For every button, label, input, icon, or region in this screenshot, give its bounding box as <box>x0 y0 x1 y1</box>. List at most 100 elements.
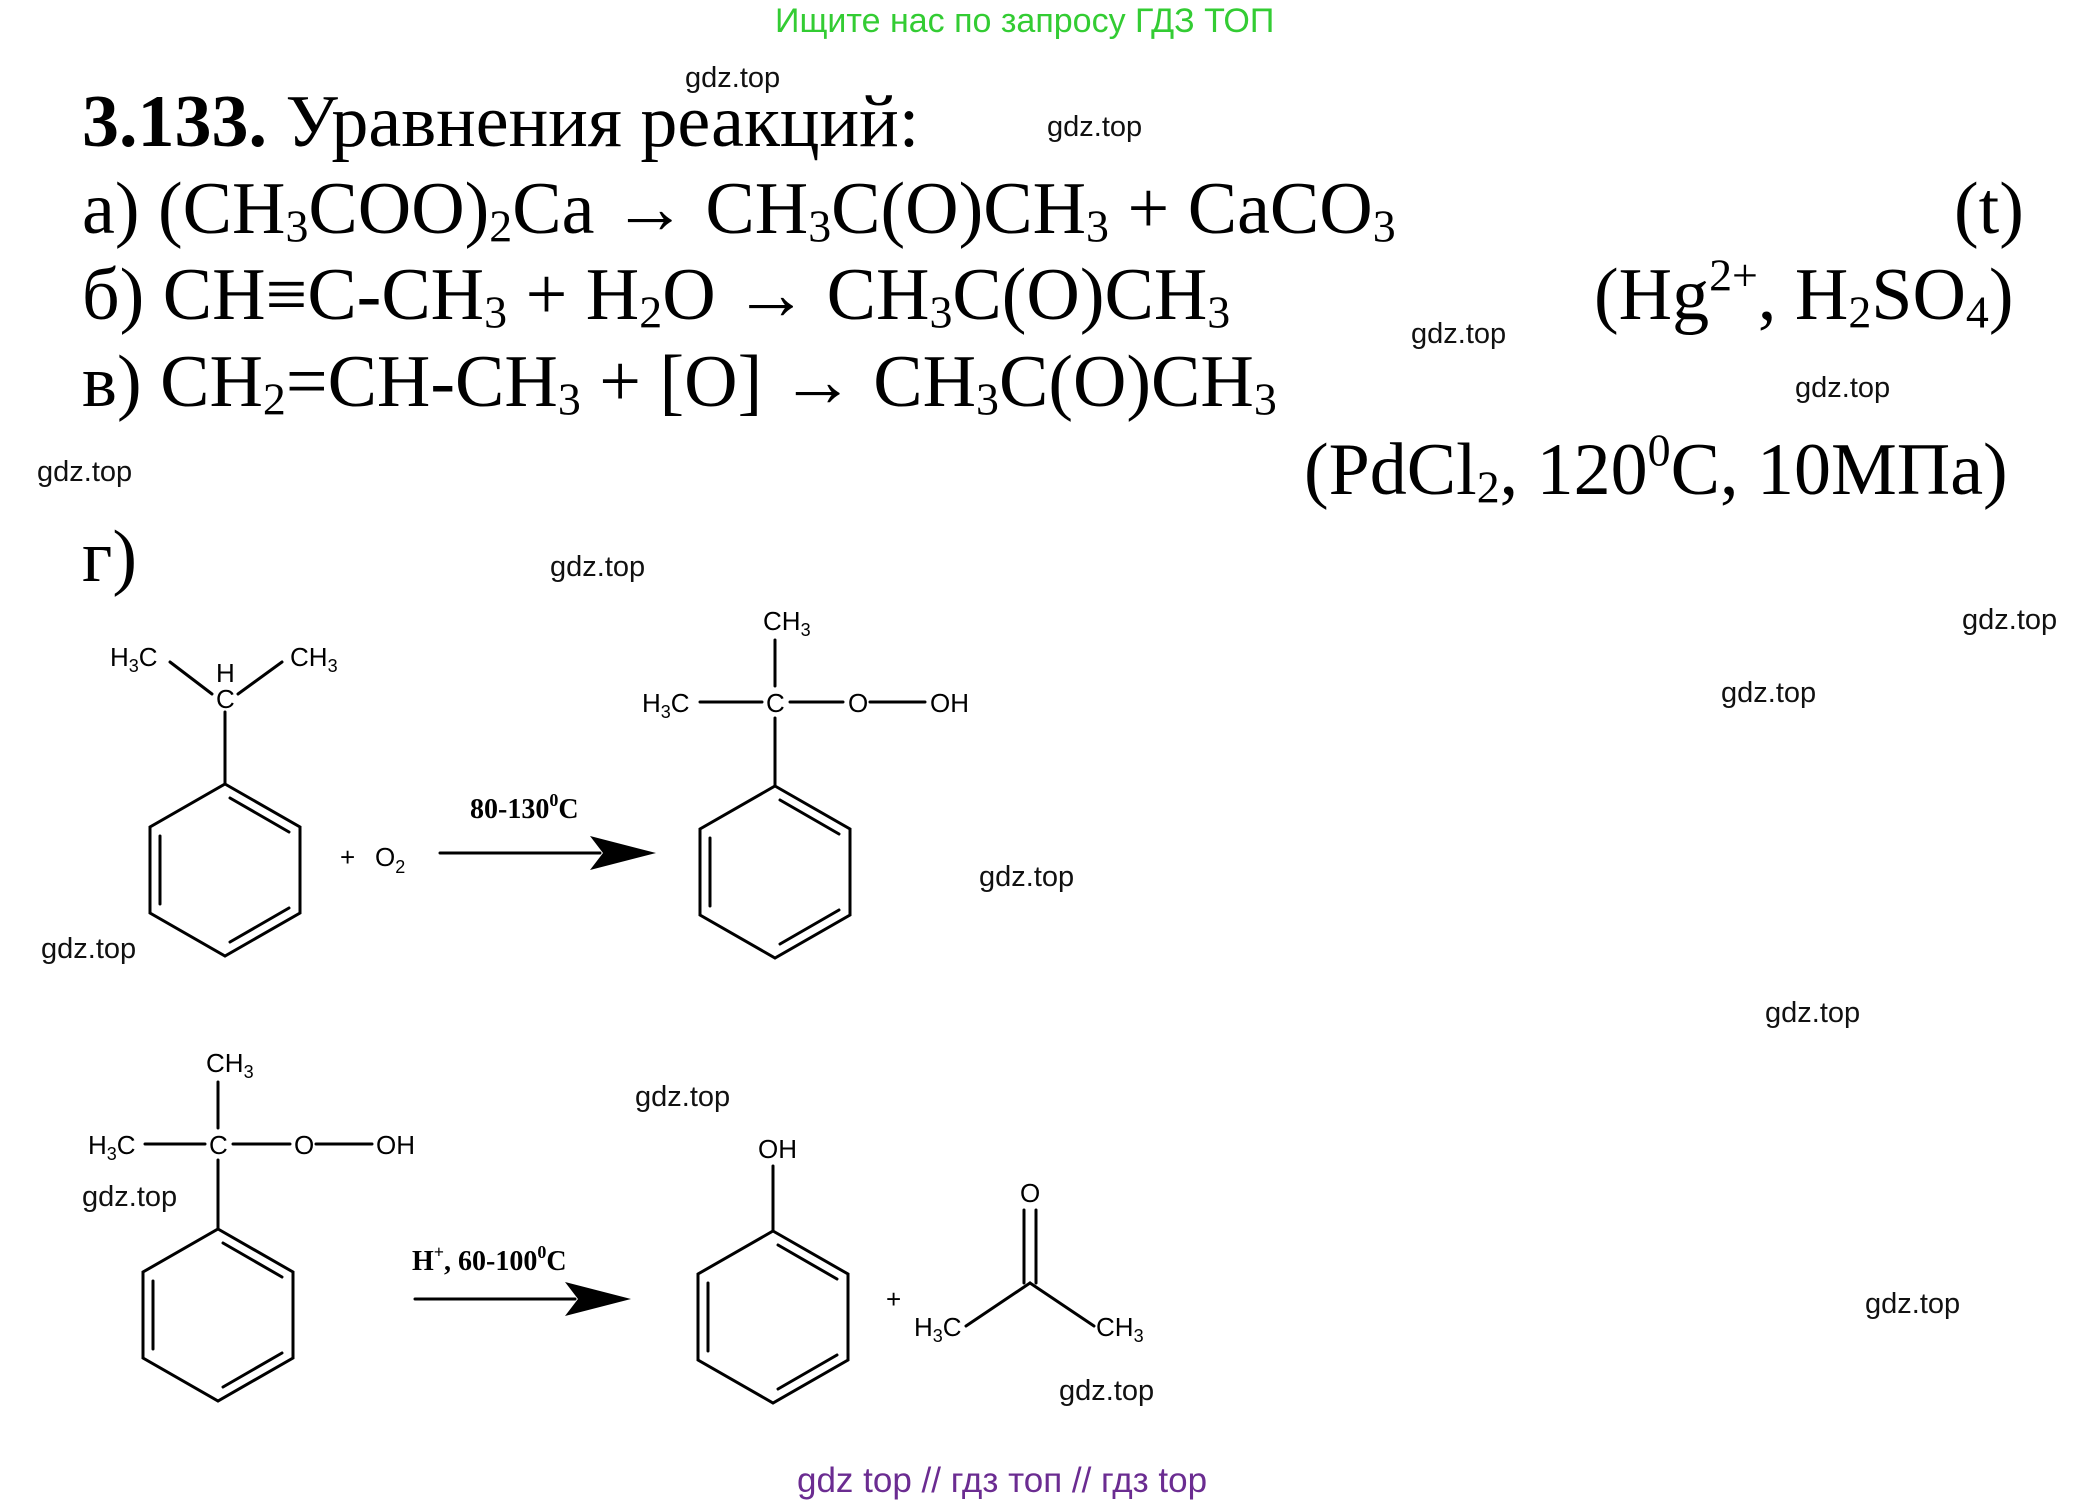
atom-label-ch3: CH3 <box>763 606 811 640</box>
search-banner[interactable]: Ищите нас по запросу ГДЗ ТОП <box>775 2 1275 40</box>
formula-text: , H <box>1757 254 1849 336</box>
benzene-ring-cumene <box>148 782 302 958</box>
page-title: 3.133. Уравнения реакций: <box>82 85 919 159</box>
equation-label: а) <box>82 168 158 250</box>
reaction-condition: (t) <box>1954 168 2024 250</box>
bond <box>168 660 214 696</box>
superscript: 2+ <box>1709 249 1758 301</box>
atom-label-o2: O2 <box>375 842 405 877</box>
subscript: 3 <box>285 200 309 252</box>
formula-text: C, 10МПа) <box>1670 429 2008 511</box>
atom-label-h3c: H3C <box>110 642 158 676</box>
formula-text: CH <box>160 341 263 423</box>
subscript: 3 <box>484 286 508 338</box>
watermark-text: gdz.top <box>550 551 646 583</box>
subscript: 3 <box>557 373 581 425</box>
subscript: 2 <box>1848 286 1872 338</box>
reaction-formula: CH2=CH-CH3 + [O] → CH3C(O)CH3 <box>160 341 1277 423</box>
subscript: 3 <box>808 200 832 252</box>
formula-text: ) <box>1988 254 2014 336</box>
formula-text: + [O] → CH <box>580 341 977 423</box>
formula-text: (PdCl <box>1304 429 1477 511</box>
plus-sign: + <box>340 842 355 872</box>
watermark-text: gdz.top <box>1865 1288 1961 1320</box>
watermark-text: gdz.top <box>41 933 137 965</box>
subscript: 3 <box>976 373 999 425</box>
equation-v-condition: (PdCl2, 1200C, 10МПа) <box>1304 427 2008 510</box>
atom-label-o: O <box>294 1130 314 1160</box>
reaction-condition: (Hg2+, H2SO4) <box>1594 252 2014 338</box>
formula-text: COO) <box>308 168 490 250</box>
subscript: 3 <box>1086 200 1109 252</box>
atom-label-h3c: H3C <box>642 688 690 722</box>
watermark-text: gdz.top <box>635 1081 731 1113</box>
formula-text: CH≡C-CH <box>162 254 485 336</box>
formula-text: O → CH <box>662 254 930 336</box>
formula-text: + H <box>507 254 640 336</box>
subscript: 3 <box>1207 286 1231 338</box>
subscript: 2 <box>262 373 286 425</box>
atom-label-o: O <box>1020 1178 1040 1208</box>
arrow-head <box>590 836 656 870</box>
equation-label: в) <box>82 341 161 423</box>
equation-label: б) <box>82 254 163 336</box>
equation-a-condition: (t) <box>1954 172 2024 246</box>
equation-v: в) CH2=CH-CH3 + [O] → CH3C(O)CH3 <box>82 345 1277 422</box>
subscript: 3 <box>929 286 953 338</box>
atom-label-oh: OH <box>758 1134 797 1164</box>
formula-text: + CaCO <box>1108 168 1373 250</box>
watermark-text: gdz.top <box>979 861 1075 893</box>
subscript: 3 <box>1253 373 1277 425</box>
bond <box>236 660 284 696</box>
atom-label-ch3: CH3 <box>290 642 338 676</box>
plus-sign: + <box>886 1284 901 1314</box>
atom-label-o: O <box>848 688 868 718</box>
watermark-text: gdz.top <box>1765 997 1861 1029</box>
problem-number: 3.133. <box>82 81 267 163</box>
formula-text: , 120 <box>1499 429 1648 511</box>
formula-text: (CH <box>158 168 286 250</box>
equation-b-condition: (Hg2+, H2SO4) <box>1594 252 2014 335</box>
watermark-text: gdz.top <box>1047 111 1143 143</box>
formula-text: SO <box>1871 254 1966 336</box>
atom-label-h3c: H3C <box>88 1130 136 1164</box>
reaction-formula: (CH3COO)2Ca → CH3C(O)CH3 + CaCO3 <box>158 168 1396 250</box>
footer-watermark: gdz top // гдз топ // гдз top <box>797 1461 1208 1500</box>
condition-catalyst-2: H+, 60-1000C <box>412 1242 567 1277</box>
subscript: 3 <box>1372 200 1396 252</box>
subscript: 2 <box>1476 461 1500 513</box>
formula-text: C(O)CH <box>998 341 1254 423</box>
benzene-ring-hydroperoxide-2 <box>141 1227 295 1403</box>
formula-text: C(O)CH <box>831 168 1087 250</box>
atom-label-oh: OH <box>376 1130 415 1160</box>
atom-label-ch3: CH3 <box>1096 1312 1144 1346</box>
formula-text: Ca → CH <box>512 168 809 250</box>
watermark-text: gdz.top <box>1962 604 2058 636</box>
subscript: 2 <box>489 200 513 252</box>
title-text: Уравнения реакций: <box>267 81 920 163</box>
watermark-text: gdz.top <box>82 1181 178 1213</box>
equation-g: г) <box>82 520 137 594</box>
atom-label-oh: OH <box>930 688 969 718</box>
watermark-text: gdz.top <box>1795 372 1891 404</box>
atom-label-c: C <box>216 684 235 714</box>
formula-text: =CH-CH <box>285 341 558 423</box>
atom-label-c: C <box>209 1130 228 1160</box>
watermark-text: gdz.top <box>1411 318 1507 350</box>
equation-label: г) <box>82 516 137 598</box>
watermark-text: gdz.top <box>1059 1375 1155 1407</box>
atom-label-h: H <box>216 658 235 688</box>
atom-label-ch3: CH3 <box>206 1048 254 1082</box>
watermark-text: gdz.top <box>37 456 133 488</box>
bond <box>1028 1281 1096 1328</box>
formula-text: C(O)CH <box>952 254 1208 336</box>
atom-label-c: C <box>766 688 785 718</box>
atom-label-h3c: H3C <box>914 1312 962 1346</box>
watermark-text: gdz.top <box>685 62 781 94</box>
formula-text: (t) <box>1954 168 2024 250</box>
watermark-text: gdz.top <box>1721 677 1817 709</box>
bond <box>964 1281 1032 1328</box>
condition-temperature-1: 80-1300C <box>470 790 579 825</box>
equation-b: б) CH≡C-CH3 + H2O → CH3C(O)CH3 <box>82 258 1230 335</box>
